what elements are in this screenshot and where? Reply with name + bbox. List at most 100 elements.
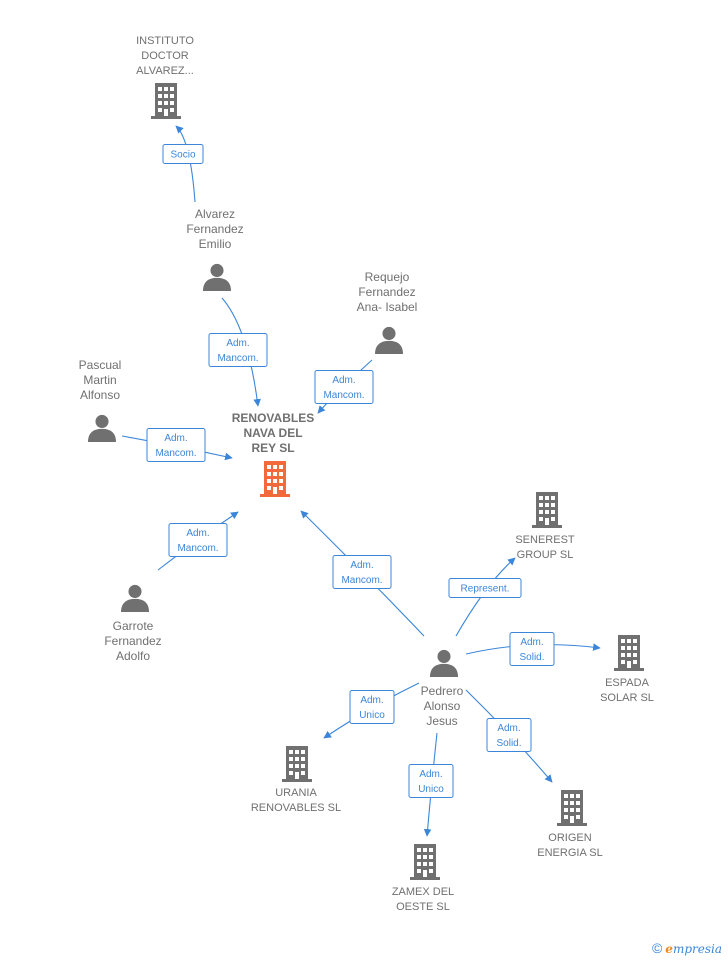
- node-label-line: Pedrero: [421, 684, 464, 698]
- edge-label-text: Solid.: [519, 652, 544, 663]
- node-origen[interactable]: ORIGEN ENERGIA SL: [537, 790, 603, 859]
- node-label-line: Martin: [83, 373, 116, 387]
- edge-label-garrote-center[interactable]: Adm. Mancom.: [168, 523, 228, 557]
- edge-label-text: Socio: [170, 150, 195, 161]
- edge-label-box: [408, 764, 454, 798]
- person-icon: [375, 326, 403, 354]
- node-label-line: Alfonso: [80, 388, 120, 402]
- edge-label-text: Mancom.: [323, 390, 364, 401]
- node-label-line: RENOVABLES SL: [251, 802, 341, 814]
- node-label-line: DOCTOR: [141, 50, 189, 62]
- edge-label-text: Mancom.: [341, 575, 382, 586]
- node-label-line: INSTITUTO: [136, 35, 194, 47]
- edge-label-text: Adm.: [350, 560, 373, 571]
- edge-label-pedrero-center[interactable]: Adm. Mancom.: [332, 555, 392, 589]
- node-label-line: REY SL: [251, 441, 294, 455]
- edge-label-text: Solid.: [496, 738, 521, 749]
- edge-label-text: Adm.: [520, 637, 543, 648]
- node-label-line: ALVAREZ...: [136, 65, 194, 77]
- node-label-line: Garrote: [113, 619, 154, 633]
- building-icon: [260, 461, 290, 497]
- edge-label-box: [162, 144, 204, 164]
- node-label-line: GROUP SL: [517, 549, 574, 561]
- edge-label-text: Adm.: [419, 769, 442, 780]
- node-label-line: Adolfo: [116, 649, 150, 663]
- edge-label-text: Adm.: [164, 433, 187, 444]
- building-icon: [532, 492, 562, 528]
- node-label-line: URANIA: [275, 787, 317, 799]
- edge-label-alvarez-instituto[interactable]: Socio: [162, 144, 204, 164]
- node-label-line: Emilio: [199, 237, 232, 251]
- node-label-line: Fernandez: [358, 285, 415, 299]
- node-label-line: Ana- Isabel: [357, 300, 418, 314]
- person-icon: [88, 414, 116, 442]
- edge-label-text: Adm.: [360, 695, 383, 706]
- node-urania[interactable]: URANIA RENOVABLES SL: [251, 746, 341, 814]
- node-label-line: ZAMEX DEL: [392, 886, 454, 898]
- edge-label-box: [509, 632, 555, 666]
- footer-brand[interactable]: ©empresia: [652, 940, 722, 956]
- node-instituto[interactable]: INSTITUTO DOCTOR ALVAREZ...: [136, 35, 194, 119]
- edge-label-pascual-center[interactable]: Adm. Mancom.: [146, 428, 206, 462]
- edge-label-text: Mancom.: [155, 448, 196, 459]
- node-label-line: RENOVABLES: [232, 411, 314, 425]
- edge-label-box: [448, 578, 522, 598]
- edge-label-text: Represent.: [461, 584, 510, 595]
- node-label-line: SENEREST: [515, 534, 575, 546]
- edge-label-pedrero-espada[interactable]: Adm. Solid.: [509, 632, 555, 666]
- node-label-line: Fernandez: [186, 222, 243, 236]
- node-label-line: Requejo: [365, 270, 410, 284]
- brand-logo-e: e: [665, 942, 673, 956]
- node-label-line: ORIGEN: [548, 832, 591, 844]
- edge-label-text: Mancom.: [217, 353, 258, 364]
- node-label-line: SOLAR SL: [600, 692, 654, 704]
- building-icon: [151, 83, 181, 119]
- edge-label-pedrero-senerest[interactable]: Represent.: [448, 578, 522, 598]
- copyright-symbol: ©: [651, 940, 663, 956]
- node-label-line: ESPADA: [605, 677, 649, 689]
- node-senerest[interactable]: SENEREST GROUP SL: [515, 492, 575, 561]
- edge-label-box: [486, 718, 532, 752]
- edge-label-box: [332, 555, 392, 589]
- node-label-line: ENERGIA SL: [537, 847, 602, 859]
- node-label-line: Alonso: [424, 699, 461, 713]
- node-label-line: OESTE SL: [396, 901, 450, 913]
- person-icon: [203, 263, 231, 291]
- edge-label-text: Adm.: [332, 375, 355, 386]
- person-icon: [121, 584, 149, 612]
- edge-label-text: Adm.: [186, 528, 209, 539]
- edge-label-box: [208, 333, 268, 367]
- edge-label-box: [349, 690, 395, 724]
- person-icon: [430, 649, 458, 677]
- node-label-line: Pascual: [79, 358, 122, 372]
- edge-label-box: [146, 428, 206, 462]
- edge-label-text: Unico: [359, 710, 385, 721]
- edge-label-pedrero-urania[interactable]: Adm. Unico: [349, 690, 395, 724]
- edge-label-requejo-center[interactable]: Adm. Mancom.: [314, 370, 374, 404]
- edge-label-text: Mancom.: [177, 543, 218, 554]
- node-zamex[interactable]: ZAMEX DEL OESTE SL: [392, 844, 454, 913]
- edge-label-pedrero-origen[interactable]: Adm. Solid.: [486, 718, 532, 752]
- brand-logo-text: mpresia: [672, 942, 722, 956]
- edge-label-text: Adm.: [497, 723, 520, 734]
- node-label-line: Fernandez: [104, 634, 161, 648]
- edge-label-text: Unico: [418, 784, 444, 795]
- edge-label-pedrero-zamex[interactable]: Adm. Unico: [408, 764, 454, 798]
- edge-label-box: [168, 523, 228, 557]
- node-label-line: Jesus: [426, 714, 457, 728]
- building-icon: [410, 844, 440, 880]
- node-label-line: Alvarez: [195, 207, 235, 221]
- building-icon: [557, 790, 587, 826]
- edge-label-box: [314, 370, 374, 404]
- node-label-line: NAVA DEL: [243, 426, 302, 440]
- building-icon: [282, 746, 312, 782]
- edge-label-alvarez-center[interactable]: Adm.Mancom.: [208, 333, 268, 367]
- node-espada[interactable]: ESPADA SOLAR SL: [600, 635, 654, 704]
